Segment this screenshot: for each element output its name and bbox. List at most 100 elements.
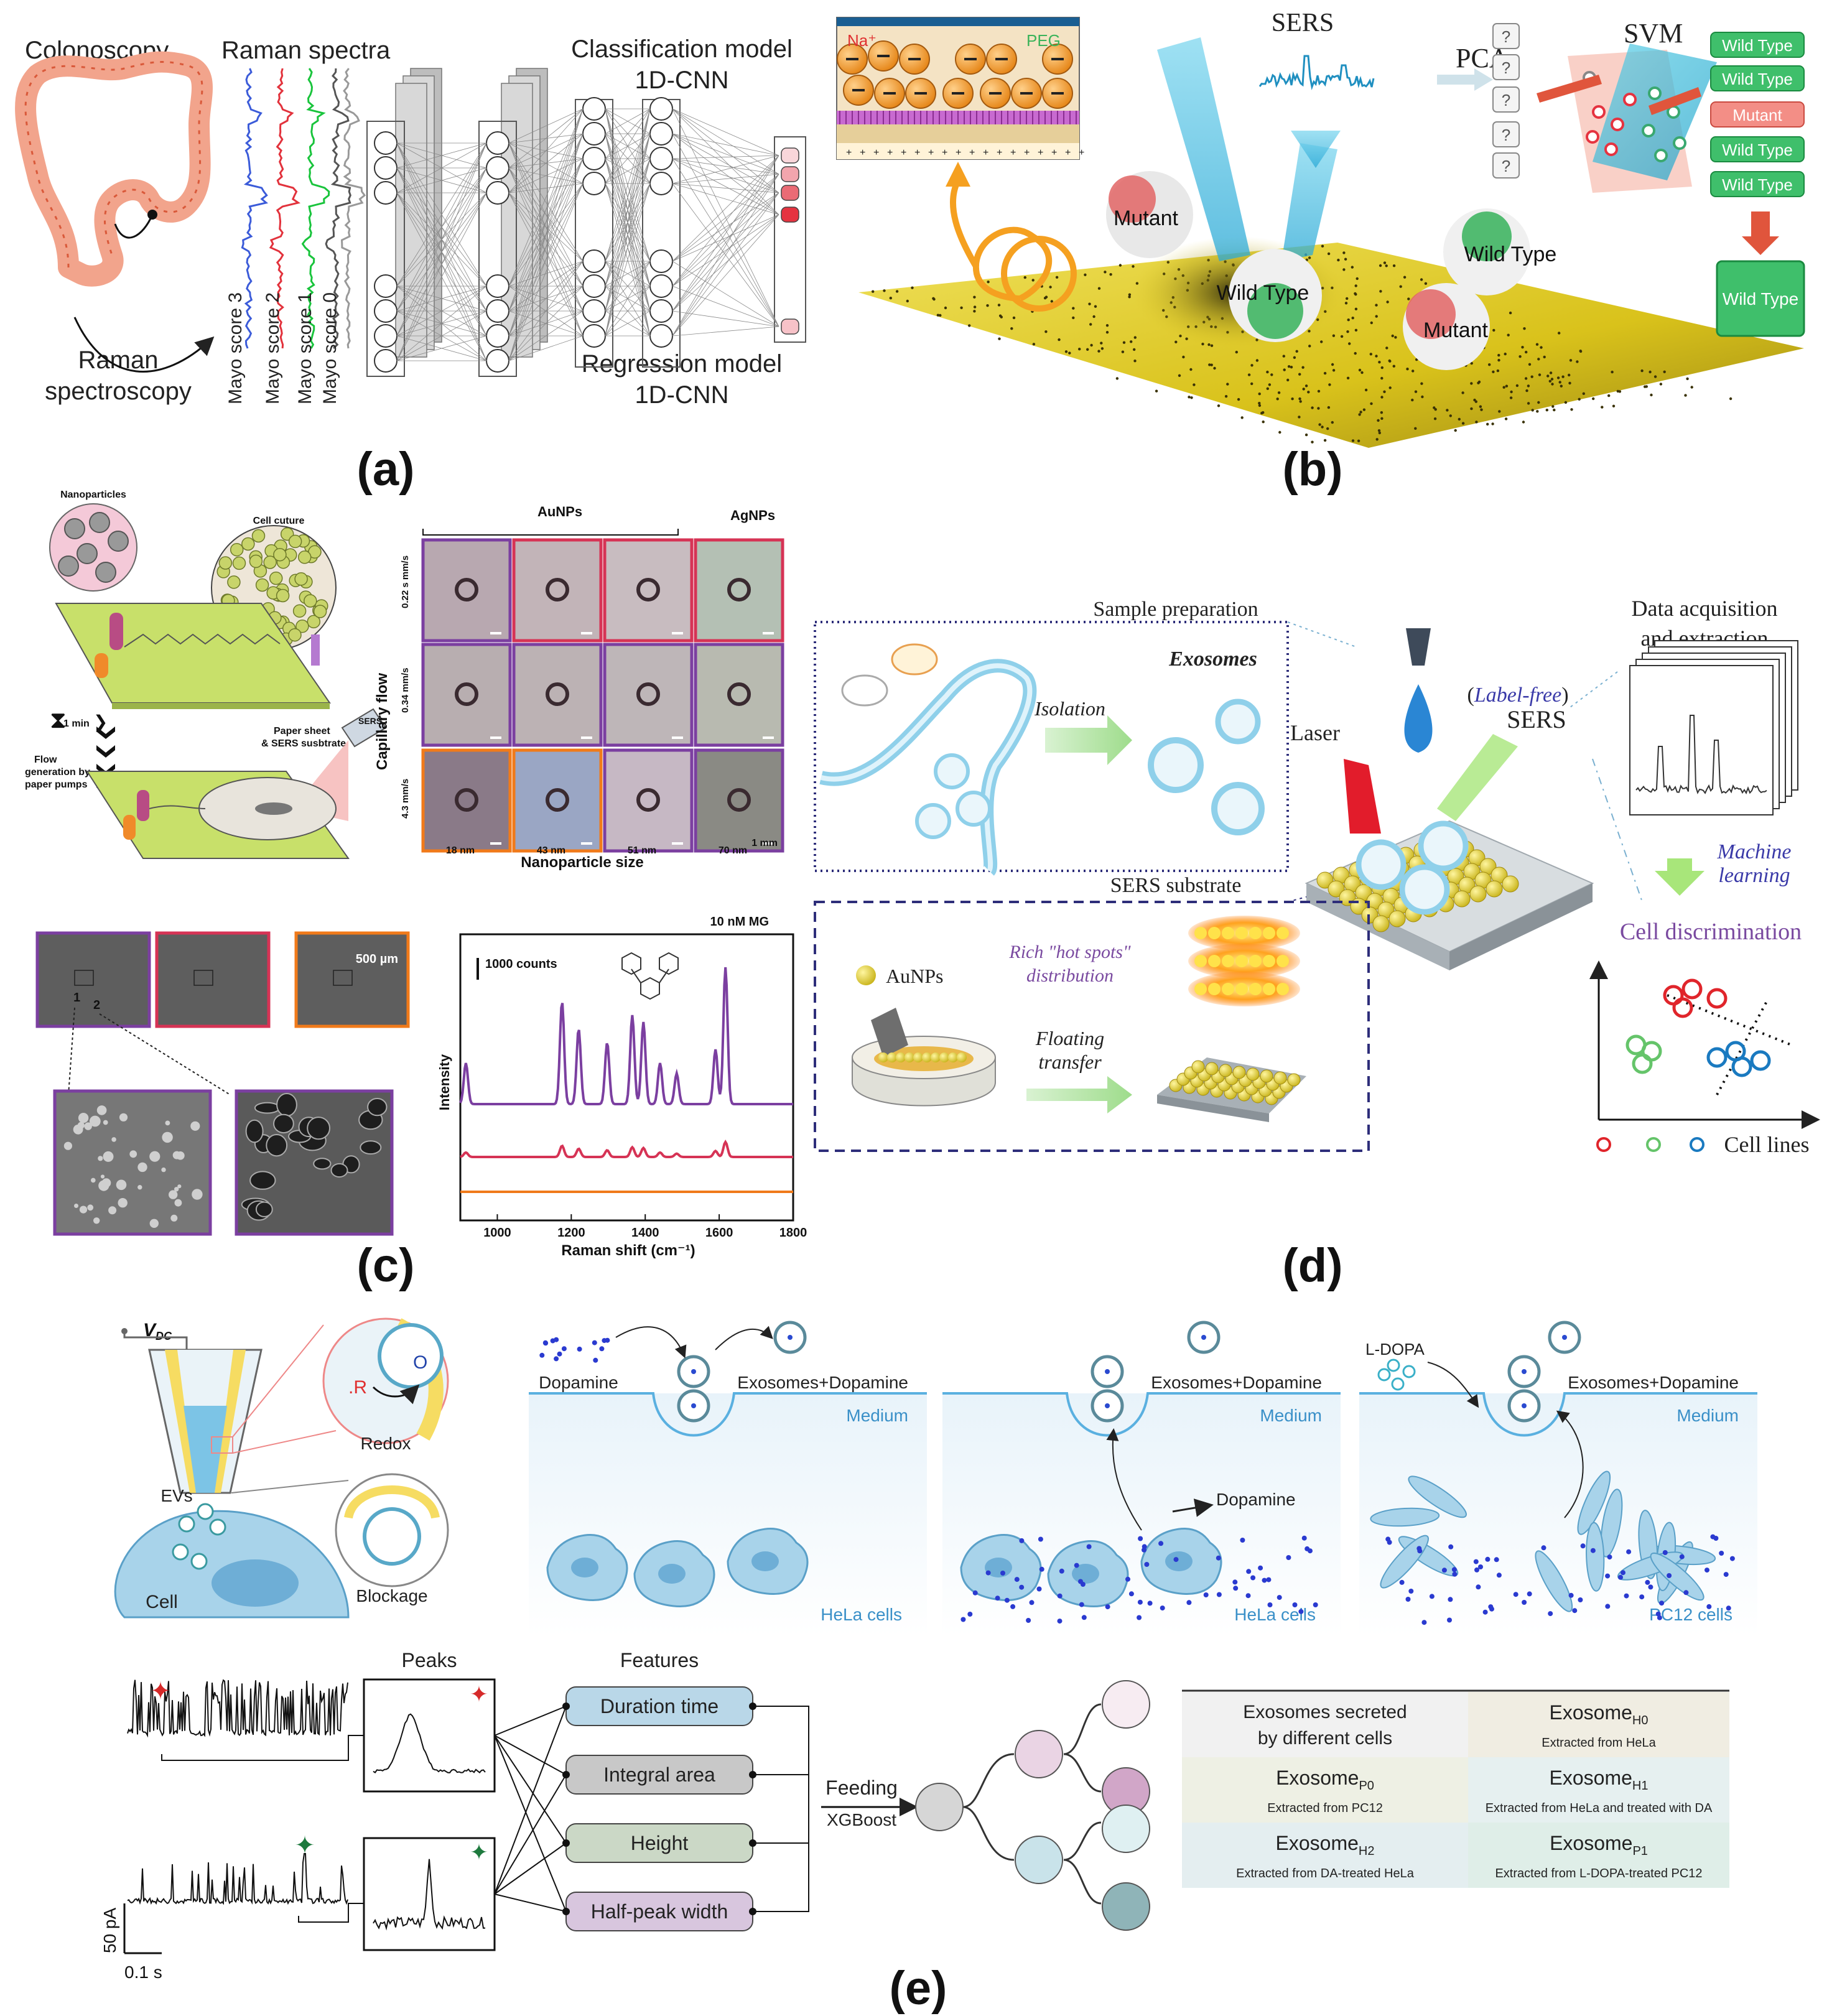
one-mm-label: 1 mm (751, 838, 778, 848)
sers-substrate-label: SERS substrate (1110, 874, 1242, 897)
sphere-label-wild-2: Wild Type (1464, 243, 1557, 266)
aunps-label: AuNPs (537, 504, 582, 519)
panel-e: VDC .R O Redox EVs Cell Blockage MediumE… (100, 1317, 1757, 2015)
svg-text:Extracted from DA-treated HeLa: Extracted from DA-treated HeLa (1236, 1867, 1415, 1880)
xgboost-tree (915, 1680, 1150, 1931)
spectra-stack (1629, 640, 1798, 815)
exosomes-label: Exosomes (1168, 648, 1257, 671)
ldopa-label: L-DOPA (1365, 1340, 1425, 1359)
current-traces: ✦ ✦ 50 pA 0.1 s (100, 1678, 364, 1982)
pc12-label: PC12 cells (1649, 1605, 1732, 1624)
mayo-score-1: Mayo score 1 (295, 292, 315, 404)
regression-line1: Regression model (582, 350, 782, 378)
svg-text:+: + (887, 147, 893, 158)
panel-e-label: (e) (890, 1962, 947, 2015)
exo-dopamine-label-0: Exosomes+Dopamine (737, 1373, 908, 1392)
svg-text:ExosomeH0: ExosomeH0 (1550, 1701, 1649, 1727)
exosome-vesicles (1148, 699, 1265, 835)
size-label-1: 43 nm (537, 845, 565, 856)
panel-b: ++++++++++++++++++ Na⁺ PEG Mutant Wild T… (836, 9, 1805, 496)
flow-line1: Flow (34, 755, 57, 765)
speed-label-0: 0.22 s mm/s (400, 555, 411, 608)
svg-text:Extracted from HeLa: Extracted from HeLa (1542, 1736, 1656, 1750)
svm-label: SVM (1624, 18, 1683, 49)
ml-arrow (1655, 858, 1704, 896)
hotspot-illustration (1188, 916, 1300, 1006)
xgboost-label: XGBoost (827, 1810, 896, 1829)
exo-dopamine-label-2: Exosomes+Dopamine (1568, 1373, 1739, 1392)
mg-molecule-icon (621, 952, 679, 1000)
svg-text:+: + (1024, 147, 1030, 158)
counts-scale: 1000 counts (485, 957, 557, 971)
redox-r: .R (348, 1377, 367, 1398)
peak-star-green-icon: ✦ (470, 1839, 488, 1865)
panel-a-label: (a) (357, 443, 415, 496)
raman-spectra-stack: Mayo score 3 Mayo score 2 Mayo score 1 M… (225, 68, 366, 404)
mayo-score-2: Mayo score 2 (263, 292, 283, 404)
d-aunps-label: AuNPs (886, 965, 943, 987)
svg-text:+: + (873, 147, 879, 158)
svg-text:Extracted from L-DOPA-treated: Extracted from L-DOPA-treated PC12 (1495, 1867, 1702, 1880)
cell-culture-label: Cell cuture (253, 516, 305, 526)
svg-text:ExosomeH1: ExosomeH1 (1550, 1767, 1649, 1793)
svg-text:+: + (1010, 147, 1016, 158)
paper-line2: & SERS susbtrate (261, 738, 346, 749)
sers-label: SERS (1272, 9, 1334, 37)
scale-pa: 50 pA (100, 1908, 119, 1953)
sphere-label-mutant-2: Mutant (1423, 318, 1488, 342)
exo-dopamine-label-1: Exosomes+Dopamine (1151, 1373, 1322, 1392)
chevron-down-icon: ❯ (93, 712, 108, 732)
svg-text:+: + (1079, 147, 1084, 158)
feature-label-0: Duration time (600, 1695, 719, 1717)
cnn-network-diagram (366, 68, 806, 377)
xtick-1200: 1200 (557, 1226, 585, 1240)
classification-line2: 1D-CNN (635, 67, 728, 94)
unknown-samples: ????? (1492, 23, 1520, 179)
svg-text:?: ? (1502, 58, 1510, 77)
agnps-label: AgNPs (730, 508, 775, 523)
dopamine-label-0: Dopamine (539, 1373, 618, 1392)
spectrum-title: 10 nM MG (710, 915, 769, 929)
scatter-beam (1281, 143, 1337, 261)
svg-text:?: ? (1502, 157, 1510, 175)
svg-text:+: + (860, 147, 865, 158)
svg-text:ExosomeH2: ExosomeH2 (1276, 1832, 1375, 1858)
label-free-paren: (Label-free) (1467, 684, 1568, 707)
sers-substrate-box (814, 901, 1370, 1152)
flow-line3: paper pumps (25, 779, 88, 790)
medium-label-2: Medium (1677, 1406, 1739, 1425)
cell-label: Cell (146, 1592, 178, 1612)
svg-text:Exosomes secreted: Exosomes secreted (1243, 1702, 1407, 1722)
final-result-box (1716, 260, 1805, 337)
table-cell-0 (1182, 1692, 1468, 1757)
sphere-label-mutant-1: Mutant (1114, 207, 1178, 230)
svg-text:+: + (997, 147, 1002, 158)
hotspots-line2: distribution (1026, 965, 1114, 986)
svg-text:by different cells: by different cells (1258, 1728, 1392, 1749)
d-sers-label: SERS (1507, 705, 1566, 733)
svg-text:+: + (983, 147, 988, 158)
isolation-label: Isolation (1034, 697, 1105, 720)
star-red-icon: ✦ (150, 1678, 171, 1705)
xtick-1800: 1800 (779, 1226, 807, 1240)
panel-c-label: (c) (357, 1239, 415, 1292)
floating-line1: Floating (1035, 1027, 1104, 1049)
ml-line2: learning (1718, 864, 1790, 887)
table-cell-5 (1468, 1823, 1729, 1888)
svg-text:+: + (846, 147, 852, 158)
charged-nanoparticles: ++++++++++++++++++ (837, 40, 1084, 158)
table-cell-3 (1468, 1757, 1729, 1823)
peak-box-top (363, 1678, 496, 1793)
result-label-4: Wild Type (1722, 175, 1793, 194)
droplet-icon (1404, 684, 1433, 753)
vdc-label: VDC (143, 1320, 172, 1342)
colon-illustration (15, 51, 215, 373)
isolation-arrow (1045, 715, 1132, 765)
svg-text:+: + (1038, 147, 1043, 158)
evs-label: EVs (160, 1486, 192, 1505)
flow-line2: generation by (25, 767, 90, 778)
